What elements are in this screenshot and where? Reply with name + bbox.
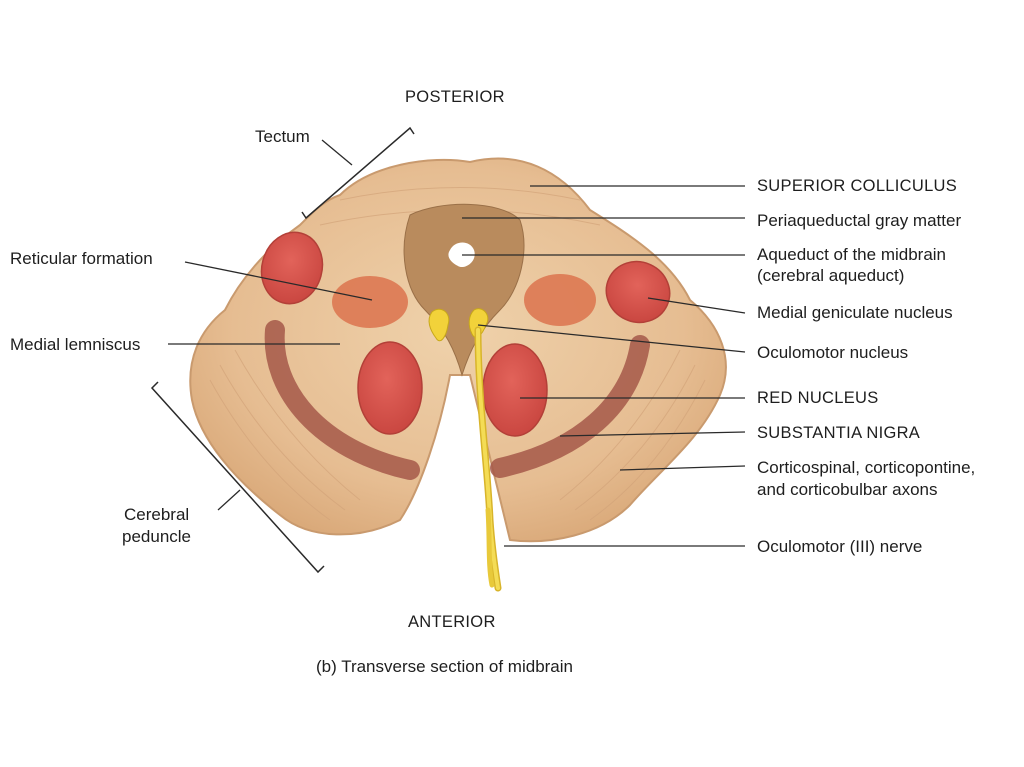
- leader-corticospinal: [619, 465, 746, 471]
- label-periaqueductal-gray: Periaqueductal gray matter: [757, 211, 962, 230]
- label-aqueduct-line1: Aqueduct of the midbrain: [757, 245, 947, 264]
- red-nucleus-left: [357, 341, 423, 435]
- posterior-label: POSTERIOR: [405, 88, 505, 106]
- medial-geniculate-left: [260, 231, 324, 305]
- cerebral-aqueduct: [448, 242, 475, 268]
- label-substantia-nigra: SUBSTANTIA NIGRA: [757, 424, 921, 442]
- reticular-formation-right: [524, 274, 596, 326]
- leader-medial-geniculate: [647, 297, 746, 314]
- leader-reticular-formation: [184, 261, 373, 301]
- label-reticular-formation: Reticular formation: [10, 249, 153, 268]
- substantia-nigra-left: [264, 320, 420, 480]
- red-nucleus-right: [482, 343, 548, 437]
- substantia-nigra-right: [490, 335, 650, 478]
- tectum-bracket: [301, 126, 415, 220]
- label-oculomotor-nucleus: Oculomotor nucleus: [757, 343, 909, 362]
- leader-tectum: [321, 139, 353, 166]
- label-oculomotor-nerve: Oculomotor (III) nerve: [757, 537, 923, 556]
- leader-lines: [168, 139, 746, 547]
- oculomotor-nucleus-left: [428, 308, 450, 342]
- medial-geniculate-right: [605, 260, 671, 324]
- oculomotor-nerve: [474, 326, 502, 592]
- label-medial-geniculate: Medial geniculate nucleus: [757, 303, 953, 322]
- figure-caption: (b) Transverse section of midbrain: [316, 657, 573, 676]
- label-tectum: Tectum: [255, 127, 310, 146]
- anterior-label: ANTERIOR: [408, 613, 496, 631]
- leader-oculomotor-nucleus: [477, 324, 746, 353]
- leader-cerebral-peduncle: [217, 489, 241, 511]
- cerebral-peduncle-bracket: [150, 381, 325, 574]
- reticular-formation-left: [332, 276, 408, 328]
- label-corticospinal-line2: and corticobulbar axons: [757, 480, 938, 499]
- label-aqueduct-line2: (cerebral aqueduct): [757, 266, 905, 285]
- label-medial-lemniscus: Medial lemniscus: [10, 335, 141, 354]
- label-red-nucleus: RED NUCLEUS: [757, 389, 879, 407]
- label-corticospinal-line1: Corticospinal, corticopontine,: [757, 458, 976, 477]
- label-superior-colliculus: SUPERIOR COLLICULUS: [757, 177, 958, 195]
- label-cerebral-peduncle-line1: Cerebral: [124, 505, 190, 524]
- leader-substantia-nigra: [559, 431, 746, 437]
- label-cerebral-peduncle-line2: peduncle: [122, 527, 192, 546]
